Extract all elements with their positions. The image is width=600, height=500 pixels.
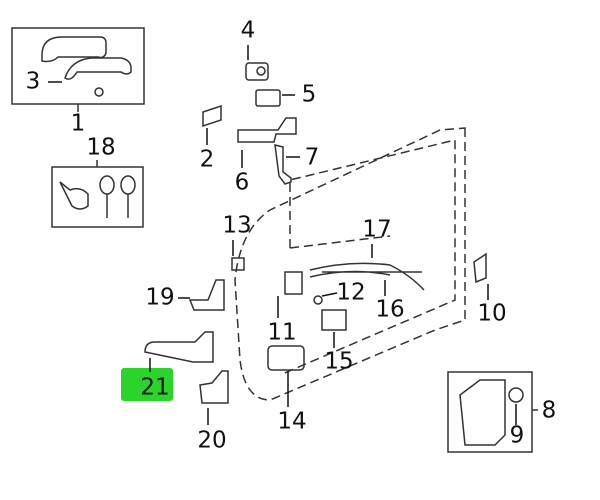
- callout-7[interactable]: 7: [304, 144, 320, 171]
- lock-assembly-box: [447, 371, 533, 453]
- callout-13[interactable]: 13: [222, 212, 252, 239]
- callout-18[interactable]: 18: [86, 134, 116, 161]
- part-5: [255, 89, 281, 107]
- part-9: [508, 387, 524, 403]
- key-part: [120, 175, 136, 195]
- callout-20[interactable]: 20: [197, 427, 227, 454]
- part-21: [144, 331, 214, 363]
- part-14: [267, 345, 305, 371]
- part-19: [188, 279, 225, 311]
- callout-15[interactable]: 15: [324, 348, 354, 375]
- callout-19[interactable]: 19: [145, 284, 175, 311]
- part-11: [284, 271, 303, 295]
- callout-5[interactable]: 5: [301, 81, 317, 108]
- part-13: [231, 257, 245, 271]
- callout-4[interactable]: 4: [240, 17, 256, 44]
- part-4: [245, 62, 269, 81]
- callout-12[interactable]: 12: [336, 279, 366, 306]
- cables-16-17: [309, 262, 425, 291]
- outer-handle-part: [41, 36, 107, 63]
- part-10: [473, 252, 487, 284]
- callout-3[interactable]: 3: [25, 68, 41, 95]
- part-15: [321, 309, 347, 331]
- key-part: [99, 175, 115, 195]
- callout-2[interactable]: 2: [199, 146, 215, 173]
- part-2: [202, 104, 222, 128]
- screw-part: [94, 87, 104, 97]
- part-6: [237, 117, 297, 143]
- callout-6[interactable]: 6: [234, 169, 250, 196]
- callout-8[interactable]: 8: [541, 397, 557, 424]
- callout-10[interactable]: 10: [477, 300, 507, 327]
- lock-cylinder-part: [59, 181, 89, 210]
- highlight-part-21: [121, 368, 173, 401]
- callout-1[interactable]: 1: [70, 110, 86, 137]
- part-8: [459, 379, 506, 446]
- part-12: [313, 295, 323, 305]
- part-7: [274, 144, 292, 185]
- handle-part: [64, 57, 132, 80]
- callout-14[interactable]: 14: [277, 408, 307, 435]
- callout-11[interactable]: 11: [267, 319, 297, 346]
- callout-arrows: [48, 45, 517, 425]
- door-outline: [234, 127, 466, 401]
- callout-16[interactable]: 16: [375, 296, 405, 323]
- part-20: [199, 370, 229, 404]
- callout-9[interactable]: 9: [509, 422, 525, 449]
- callout-17[interactable]: 17: [362, 216, 392, 243]
- callout-21[interactable]: 21: [140, 374, 170, 401]
